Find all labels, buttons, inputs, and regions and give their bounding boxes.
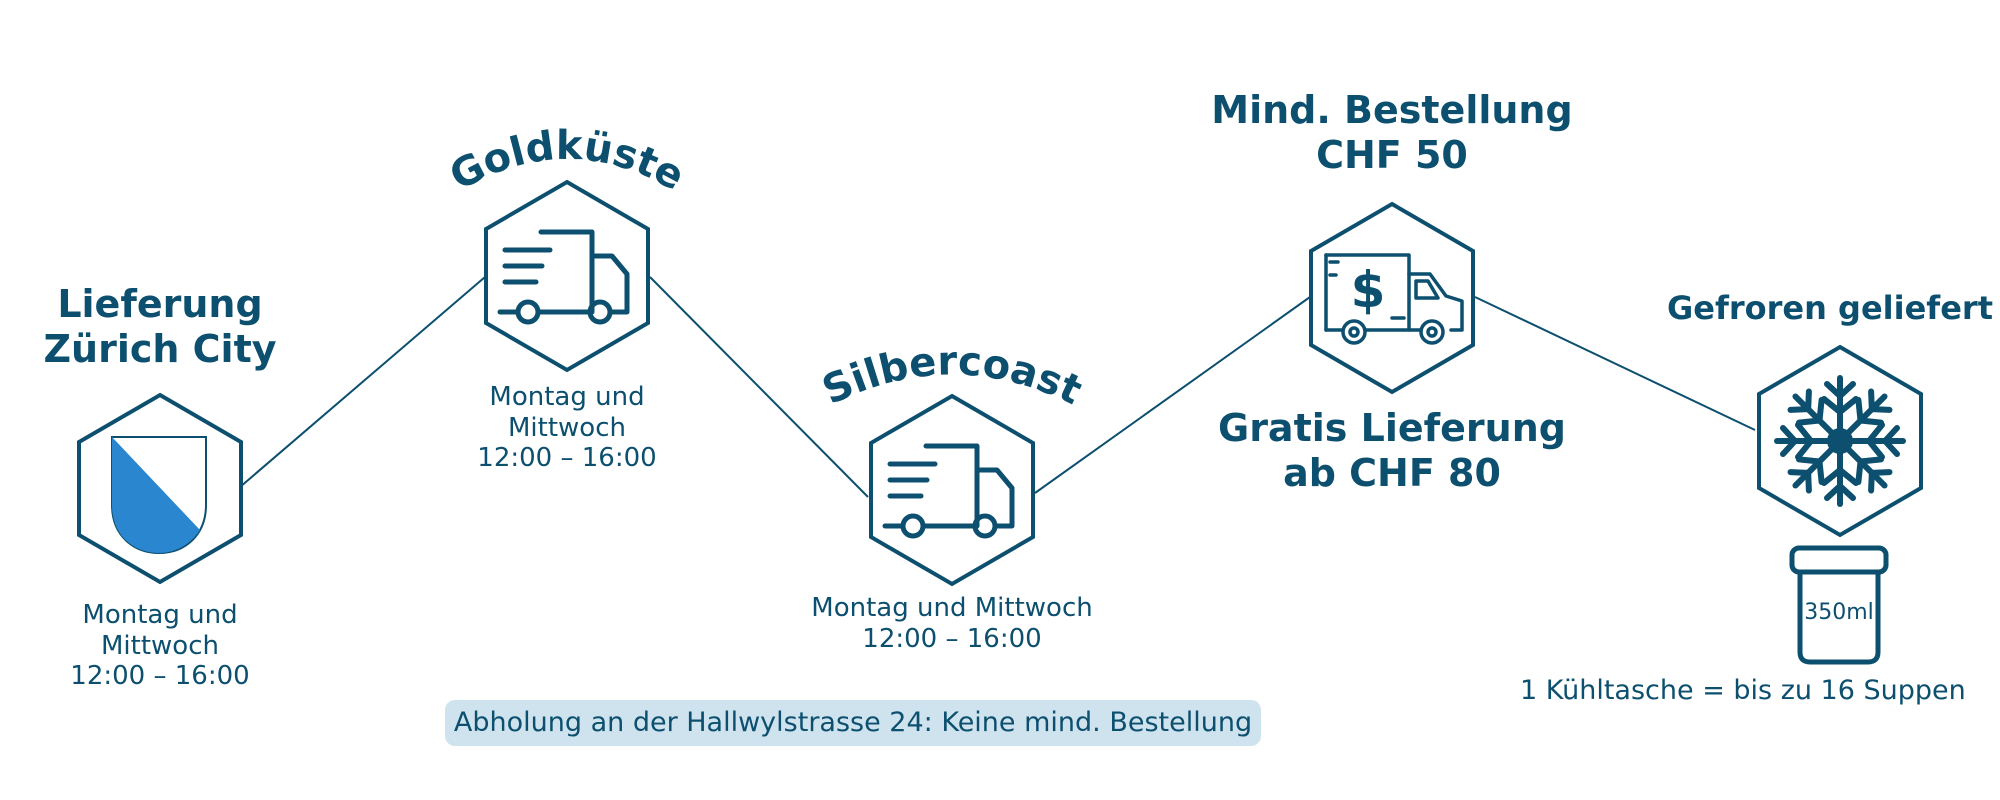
connector-city-goldkueste bbox=[239, 276, 486, 488]
dollar-truck-icon bbox=[1324, 253, 1464, 345]
free-delivery-text: Gratis Lieferung ab CHF 80 bbox=[1192, 406, 1592, 496]
minimum-title-line1: Mind. Bestellung bbox=[1211, 88, 1573, 132]
city-schedule-line3: 12:00 – 16:00 bbox=[70, 661, 250, 692]
silbercoast-schedule-line2: 12:00 – 16:00 bbox=[862, 623, 1042, 654]
hexagon-goldkueste bbox=[484, 179, 650, 373]
delivery-truck-icon bbox=[497, 229, 630, 325]
minimum-title: Mind. Bestellung CHF 50 bbox=[1192, 88, 1592, 178]
free-delivery-line1: Gratis Lieferung bbox=[1218, 406, 1566, 450]
connector-lines bbox=[239, 276, 1756, 498]
connector-silbercoast-minimum bbox=[1034, 296, 1311, 494]
dollar-sign: $ bbox=[1351, 261, 1386, 319]
frozen-note: 1 Kühltasche = bis zu 16 Suppen bbox=[1520, 675, 1966, 706]
hexagon-city bbox=[77, 392, 243, 585]
minimum-title-line2: CHF 50 bbox=[1316, 132, 1468, 177]
hexagon-minimum: $ bbox=[1309, 201, 1475, 395]
connector-goldkueste-silbercoast bbox=[649, 276, 869, 498]
snowflake-icon bbox=[1777, 375, 1903, 504]
goldkueste-schedule-line3: 12:00 – 16:00 bbox=[477, 443, 657, 474]
city-schedule-line1: Montag und bbox=[82, 600, 238, 630]
container-label: 350ml bbox=[1804, 600, 1874, 625]
goldkueste-schedule-line2: Mittwoch bbox=[508, 412, 626, 443]
goldkueste-schedule-line1: Montag und bbox=[489, 382, 645, 412]
city-schedule: Montag und Mittwoch 12:00 – 16:00 bbox=[40, 600, 280, 692]
delivery-truck-icon bbox=[882, 443, 1015, 539]
city-title-line1: Lieferung bbox=[57, 282, 263, 326]
zurich-coat-of-arms-icon bbox=[111, 436, 207, 555]
hexagon-silbercoast bbox=[869, 393, 1035, 587]
pickup-note: Abholung an der Hallwylstrasse 24: Keine… bbox=[445, 700, 1261, 746]
city-title: Lieferung Zürich City bbox=[30, 282, 290, 372]
city-schedule-line2: Mittwoch bbox=[101, 630, 219, 661]
goldkueste-schedule: Montag und Mittwoch 12:00 – 16:00 bbox=[447, 382, 687, 474]
city-title-line2: Zürich City bbox=[43, 326, 277, 371]
connector-minimum-frozen bbox=[1474, 296, 1756, 431]
silbercoast-schedule-line1: Montag und Mittwoch bbox=[811, 593, 1093, 623]
hexagon-frozen bbox=[1757, 344, 1923, 538]
silbercoast-schedule: Montag und Mittwoch 12:00 – 16:00 bbox=[792, 593, 1112, 654]
soup-container-icon bbox=[1789, 545, 1889, 665]
free-delivery-line2: ab CHF 80 bbox=[1283, 450, 1501, 495]
frozen-title: Gefroren geliefert bbox=[1666, 289, 1993, 327]
